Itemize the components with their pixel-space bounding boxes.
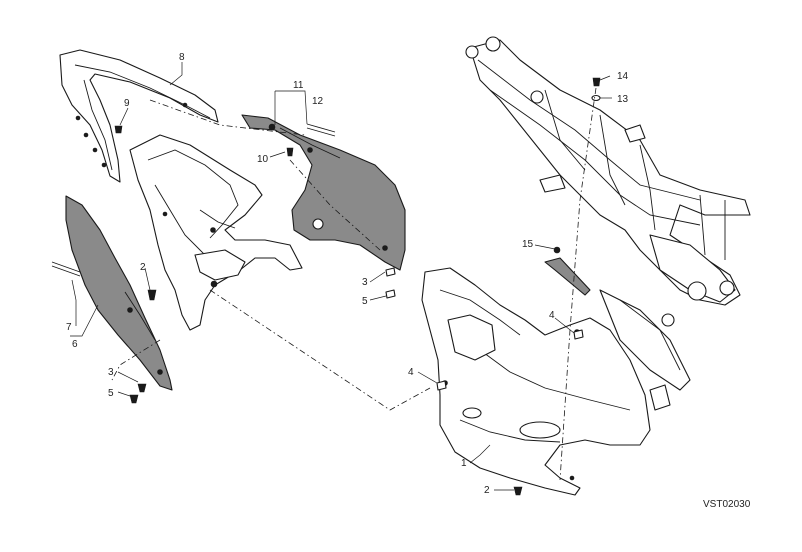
label-11: 11 (293, 80, 304, 91)
label-9: 9 (124, 98, 130, 109)
rear-subframe (465, 36, 751, 411)
label-8: 8 (179, 52, 185, 63)
label-5-left: 5 (108, 388, 114, 399)
label-2-right: 2 (484, 485, 490, 496)
part-side-panel-right (241, 114, 406, 271)
label-15: 15 (522, 239, 534, 250)
hatched-shims (51, 123, 336, 277)
part-side-panel-left (65, 195, 173, 391)
assembly-lines (111, 87, 597, 481)
part-grab-handle (59, 49, 219, 183)
label-10: 10 (257, 154, 269, 165)
leader-lines (70, 62, 612, 491)
label-2-left: 2 (140, 262, 146, 273)
label-6: 6 (72, 339, 78, 350)
label-12: 12 (312, 96, 324, 107)
diagram-code: VST02030 (703, 499, 751, 510)
label-3-right: 3 (362, 277, 368, 288)
part-tail-fairing (421, 267, 651, 496)
label-13: 13 (617, 94, 629, 105)
label-1: 1 (461, 458, 467, 469)
label-4-left: 4 (408, 367, 414, 378)
part-tail-unit (129, 134, 303, 331)
label-5-right: 5 (362, 296, 368, 307)
label-14: 14 (617, 71, 629, 82)
reference-numbers: 8 9 11 12 10 3 5 2 7 6 3 5 14 13 15 4 4 … (66, 52, 751, 510)
label-7: 7 (66, 322, 72, 333)
label-4-right: 4 (549, 310, 555, 321)
part-bracket (544, 246, 591, 296)
fasteners (114, 77, 601, 496)
label-3-left: 3 (108, 367, 114, 378)
